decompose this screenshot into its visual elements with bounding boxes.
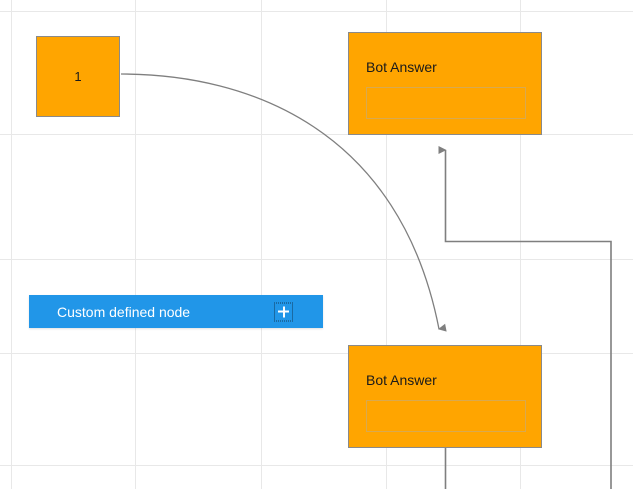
start-node[interactable]: 1 <box>36 36 120 117</box>
bot-answer-title-top: Bot Answer <box>366 59 437 75</box>
bot-answer-title-bottom: Bot Answer <box>366 372 437 388</box>
custom-defined-node[interactable]: Custom defined node <box>29 295 323 328</box>
start-node-label: 1 <box>74 69 82 84</box>
plus-icon-vertical-bar <box>282 306 285 317</box>
bot-answer-node-top[interactable]: Bot Answer <box>348 32 542 135</box>
bot-answer-slot-top[interactable] <box>366 87 526 119</box>
edge-start-to-bot-answer-bottom[interactable] <box>120 73 447 332</box>
bot-answer-slot-bottom[interactable] <box>366 400 526 432</box>
custom-defined-node-label: Custom defined node <box>57 303 191 320</box>
plus-icon[interactable] <box>274 302 293 321</box>
bot-answer-node-bottom[interactable]: Bot Answer <box>348 345 542 448</box>
edge-loop-to-bot-answer-top[interactable] <box>438 146 612 489</box>
